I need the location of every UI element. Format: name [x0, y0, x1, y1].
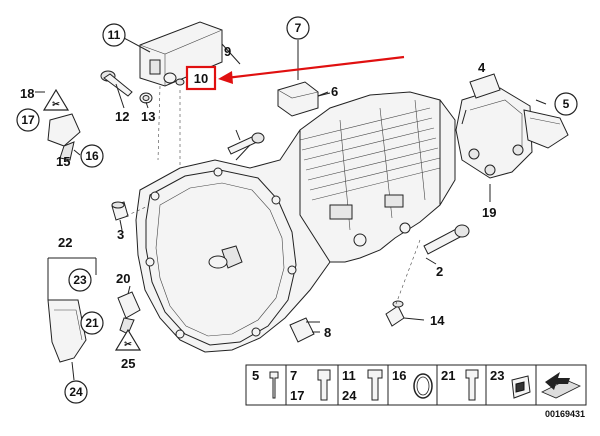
callout-15: 15	[56, 154, 70, 169]
legend-item-21: 21	[441, 368, 455, 383]
warning-triangle-25-icon: ✂	[114, 328, 142, 351]
callout-19: 19	[482, 205, 496, 220]
callout-5: 5	[554, 92, 578, 116]
callout-11: 11	[102, 23, 126, 47]
highlight-callout-10: 10	[185, 65, 217, 91]
switch-part-8	[289, 317, 320, 343]
svg-text:21: 21	[85, 316, 99, 330]
callout-6: 6	[331, 84, 338, 99]
legend-item-24: 24	[342, 388, 357, 403]
legend-item-11: 11	[342, 368, 356, 383]
ring-part-10	[163, 72, 185, 86]
diagram-id: 00169431	[545, 409, 585, 419]
sensor-part-6	[277, 81, 331, 117]
svg-text:5: 5	[563, 97, 570, 111]
plug-part-14	[385, 300, 405, 327]
callout-18: 18	[20, 86, 34, 101]
bracket-part-4	[455, 73, 533, 179]
bolt-part-12	[100, 70, 133, 97]
speed-sensor-part-15	[47, 113, 81, 161]
svg-text:11: 11	[108, 28, 121, 42]
callout-13: 13	[141, 109, 155, 124]
svg-text:16: 16	[85, 149, 99, 163]
red-arrow-icon	[218, 55, 405, 84]
svg-text:23: 23	[73, 273, 87, 287]
orientation-arrow-icon	[541, 372, 581, 399]
callout-17: 17	[16, 108, 40, 132]
callout-21: 21	[80, 311, 104, 335]
transmission-housing	[135, 91, 456, 353]
harness-part-20	[117, 291, 141, 335]
callout-4: 4	[478, 60, 486, 75]
leader-lines	[35, 37, 547, 381]
callout-22: 22	[58, 235, 72, 250]
callout-25: 25	[121, 356, 135, 371]
svg-text:7: 7	[295, 21, 302, 35]
callout-16: 16	[80, 144, 104, 168]
legend-item-17: 17	[290, 388, 304, 403]
callout-9: 9	[224, 44, 231, 59]
callout-23: 23	[68, 268, 92, 292]
svg-text:✂: ✂	[52, 99, 60, 109]
svg-text:17: 17	[21, 113, 35, 127]
callout-3: 3	[117, 227, 124, 242]
svg-text:24: 24	[69, 385, 83, 399]
callout-7: 7	[286, 16, 310, 40]
callout-8: 8	[324, 325, 331, 340]
bolt-part-2	[423, 224, 470, 255]
callout-24: 24	[64, 380, 88, 404]
legend-item-5: 5	[252, 368, 259, 383]
sleeve-part-13	[139, 92, 153, 104]
svg-text:10: 10	[194, 71, 208, 86]
bolt-part-1	[227, 132, 265, 155]
svg-text:✂: ✂	[124, 339, 132, 349]
callout-14: 14	[430, 313, 445, 328]
callout-12: 12	[115, 109, 129, 124]
hardware-legend: 5 7 17 11 24 16 21 23	[245, 364, 587, 406]
callout-20: 20	[116, 271, 130, 286]
legend-item-16: 16	[392, 368, 406, 383]
warning-triangle-18-icon: ✂	[42, 88, 70, 111]
legend-item-7: 7	[290, 368, 297, 383]
cover-part-22	[47, 299, 87, 363]
sleeve-part-3	[111, 201, 129, 221]
callout-2: 2	[436, 264, 443, 279]
legend-item-23: 23	[490, 368, 504, 383]
mount-part-5	[523, 109, 569, 149]
